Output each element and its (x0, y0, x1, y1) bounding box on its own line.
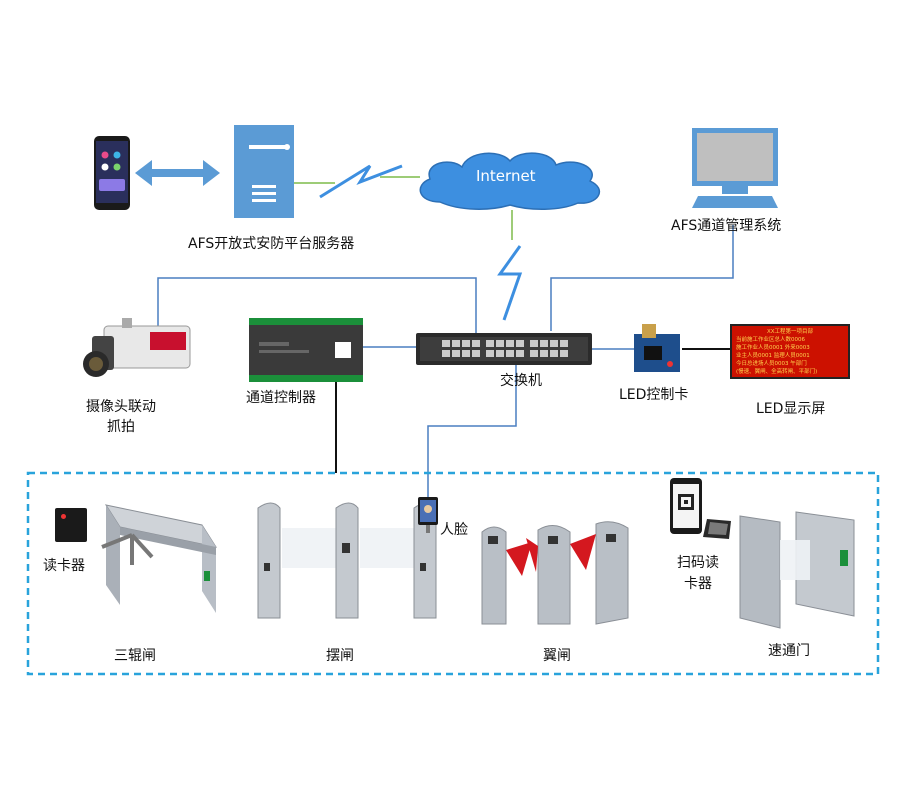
double-arrow (135, 160, 220, 186)
flap-gate-icon (478, 520, 638, 628)
camera-label-2: 抓拍 (107, 419, 135, 435)
qr-scanner-icon (703, 519, 733, 539)
swing-gate-icon (252, 498, 442, 623)
card-reader-label: 读卡器 (43, 558, 85, 574)
flap-label: 翼闸 (543, 648, 571, 664)
led-line: 当前施工作业区总人数0006 (736, 337, 805, 343)
qr-label-1: 扫码读 (677, 555, 719, 571)
card-reader-icon (55, 508, 87, 542)
server-icon (234, 125, 294, 218)
phone-icon (93, 135, 131, 211)
internet-label: Internet (476, 167, 536, 185)
qr-phone-icon (670, 478, 702, 534)
tripod-label: 三辊闸 (114, 648, 156, 664)
controller-icon (249, 318, 363, 382)
wireless-bolt-1 (319, 164, 403, 199)
tripod-turnstile-icon (92, 495, 222, 615)
switch-label: 交换机 (500, 373, 542, 389)
face-label: 人脸 (440, 522, 468, 538)
led-screen-label: LED显示屏 (756, 401, 826, 417)
speed-gate-icon (736, 510, 858, 630)
led-card-label: LED控制卡 (619, 387, 689, 403)
led-line: XX工程第一项目部 (766, 329, 814, 335)
gate-area-box (26, 471, 880, 676)
controller-label: 通道控制器 (246, 390, 316, 406)
network-switch-icon (416, 333, 592, 365)
led-line: 施工作业人员0001 外来0003 (736, 345, 810, 351)
face-terminal-icon (418, 497, 438, 533)
led-line: 今日总进场人员0003 午部门 (736, 361, 807, 367)
led-control-card-icon (632, 324, 682, 376)
speed-label: 速通门 (768, 643, 810, 659)
led-line: 业主人员0001 监理人员0001 (736, 353, 810, 359)
camera-label-1: 摄像头联动 (86, 399, 156, 415)
computer-icon (692, 128, 778, 210)
qr-label-2: 卡器 (684, 576, 712, 592)
led-screen: XX工程第一项目部 当前施工作业区总人数0006 施工作业人员0001 外来00… (730, 324, 850, 379)
led-line: (慢速、翼闸、全高转闸、平部门) (736, 369, 818, 375)
internet-cloud-icon (410, 147, 610, 212)
wireless-bolt-2 (497, 245, 523, 321)
mgmt-label: AFS通道管理系统 (671, 218, 782, 234)
server-label: AFS开放式安防平台服务器 (188, 236, 355, 252)
camera-icon (82, 318, 200, 386)
swing-label: 摆闸 (326, 648, 354, 664)
